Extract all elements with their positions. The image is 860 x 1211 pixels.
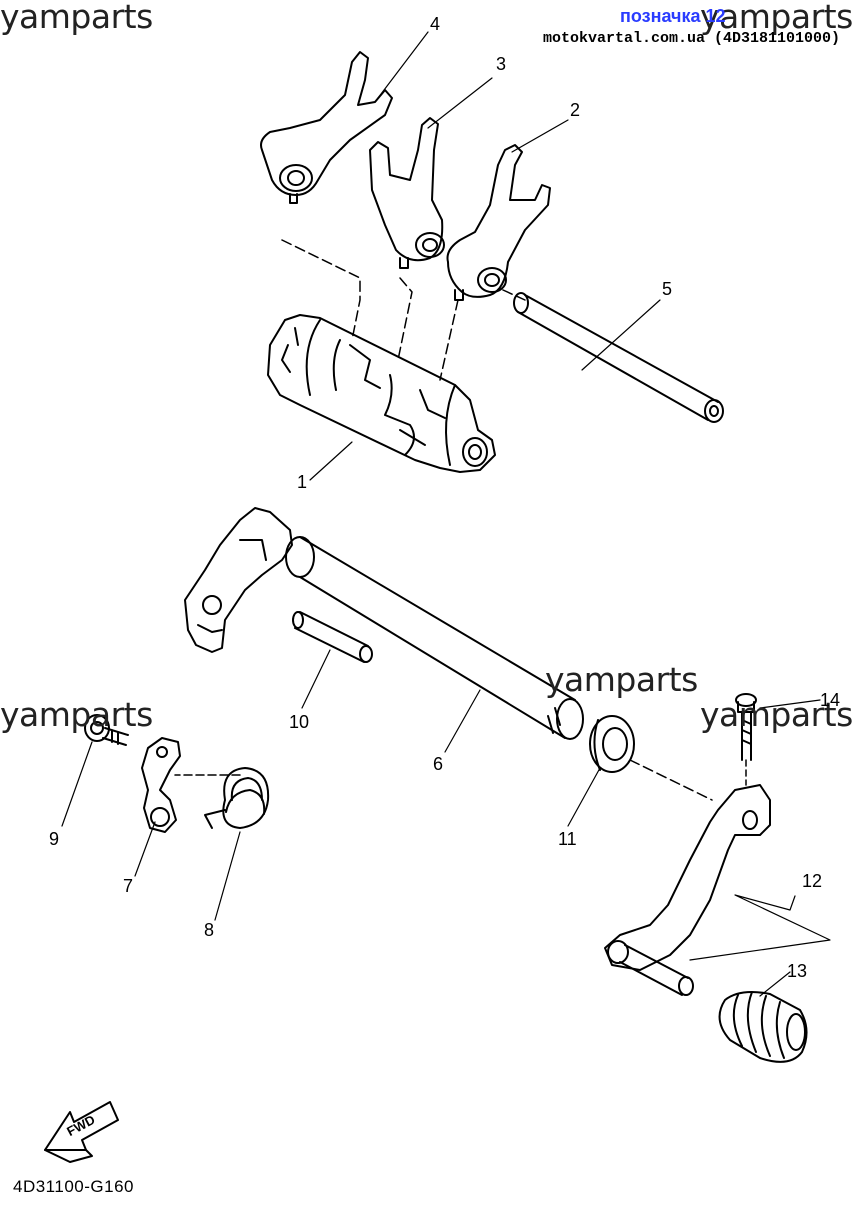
callout-13: 13 — [787, 961, 808, 981]
guide-bar-5 — [513, 292, 724, 423]
watermark: yamparts — [0, 695, 153, 734]
callout-6: 6 — [433, 754, 444, 774]
leader-lines — [61, 31, 831, 997]
callout-4: 4 — [430, 14, 441, 34]
diagram-code: 4D31100-G160 — [13, 1177, 134, 1196]
callout-8: 8 — [204, 920, 215, 940]
pedal-axis-line — [629, 759, 713, 801]
callout-12: 12 — [802, 871, 823, 891]
callout-3: 3 — [496, 54, 507, 74]
shift-fork-2 — [446, 144, 551, 301]
alignment-lines — [281, 239, 526, 381]
callout-7: 7 — [123, 876, 134, 896]
callout-11: 11 — [558, 829, 577, 849]
shift-shaft-6 — [184, 507, 584, 740]
watermark: yamparts — [700, 0, 853, 36]
shift-drum-1 — [267, 314, 496, 473]
watermark: yamparts — [545, 660, 698, 699]
pin-10 — [292, 611, 373, 663]
torsion-spring-8 — [174, 767, 270, 829]
watermark: yamparts — [0, 0, 153, 36]
tag-link[interactable]: позначка 12 — [620, 6, 726, 26]
callout-14: 14 — [820, 690, 841, 710]
shift-fork-4 — [260, 51, 393, 204]
watermark: yamparts — [700, 695, 853, 734]
callout-1: 1 — [297, 472, 308, 492]
bolt-14 — [735, 693, 757, 786]
callout-10: 10 — [289, 712, 310, 732]
shift-fork-3 — [369, 117, 445, 269]
callout-5: 5 — [662, 279, 673, 299]
pedal-rubber-13 — [718, 991, 808, 1063]
stopper-lever-7 — [141, 737, 181, 833]
oil-seal-11 — [589, 715, 635, 773]
site-label: motokvartal.com.ua (4D3181101000) — [543, 30, 841, 47]
bolt-9 — [84, 714, 129, 746]
fwd-arrow-icon — [44, 1101, 119, 1163]
callout-9: 9 — [49, 829, 60, 849]
callout-2: 2 — [570, 100, 581, 120]
shift-pedal-12 — [604, 784, 771, 996]
